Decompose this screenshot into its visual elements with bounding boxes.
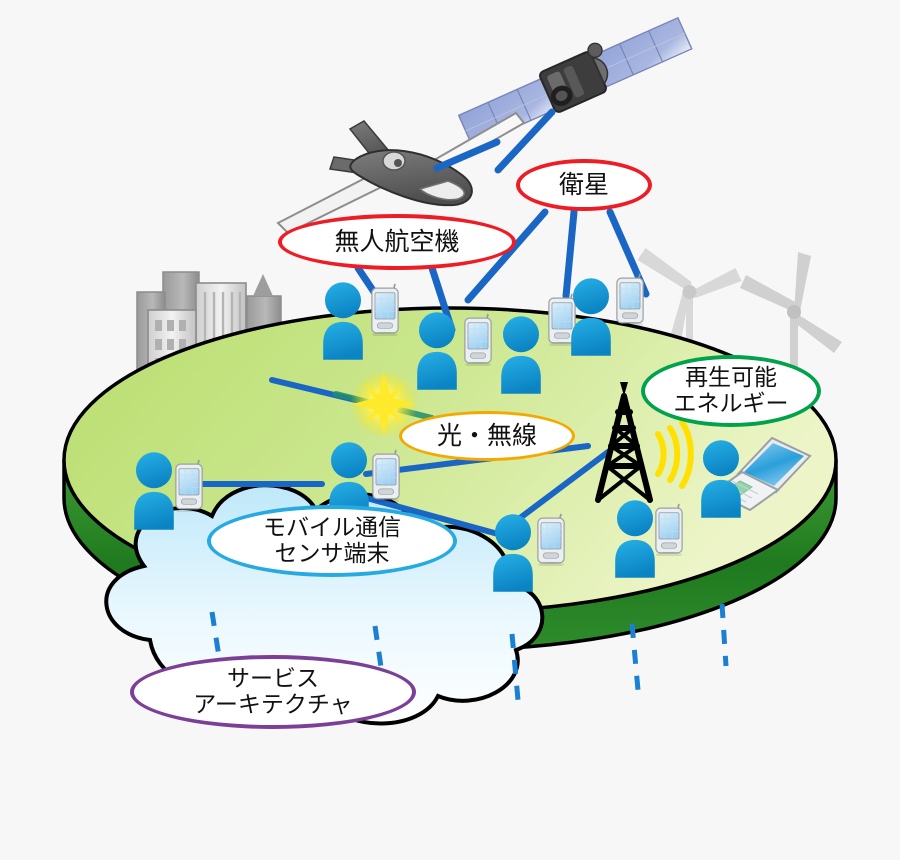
label-service-architecture[interactable]: サービス アーキテクチャ — [130, 655, 416, 729]
label-renewable-energy-line1: 再生可能 — [685, 364, 777, 391]
pda-icon — [175, 458, 203, 512]
label-renewable-energy-line2: エネルギー — [673, 391, 789, 417]
pda-icon — [616, 272, 644, 326]
pda-icon — [537, 512, 565, 566]
optical-beam — [333, 370, 435, 438]
pda-icon — [548, 292, 576, 346]
pda-icon — [371, 282, 399, 336]
cell-tower-icon — [595, 382, 653, 503]
signal-wave-icon — [655, 419, 694, 489]
label-mobile-sensor-line2: センサ端末 — [274, 541, 390, 567]
label-satellite[interactable]: 衛星 — [516, 159, 652, 211]
pda-icon — [372, 448, 400, 502]
label-uav[interactable]: 無人航空機 — [278, 214, 516, 270]
sparkle-icon — [352, 372, 416, 436]
label-service-architecture-line2: アーキテクチャ — [193, 692, 353, 718]
pda-icon — [655, 502, 683, 556]
label-renewable-energy[interactable]: 再生可能 エネルギー — [641, 355, 821, 427]
label-satellite-text: 衛星 — [558, 169, 609, 199]
label-uav-text: 無人航空機 — [334, 226, 460, 256]
label-optical-wireless[interactable]: 光・無線 — [399, 411, 575, 461]
label-service-architecture-line1: サービス — [227, 665, 319, 692]
label-mobile-sensor-line1: モバイル通信 — [263, 514, 401, 541]
satellite-icon — [457, 16, 693, 148]
wind-turbine-icon — [740, 252, 842, 426]
label-mobile-sensor[interactable]: モバイル通信 センサ端末 — [207, 505, 457, 577]
pda-icon — [464, 312, 492, 366]
label-optical-wireless-text: 光・無線 — [436, 420, 537, 450]
